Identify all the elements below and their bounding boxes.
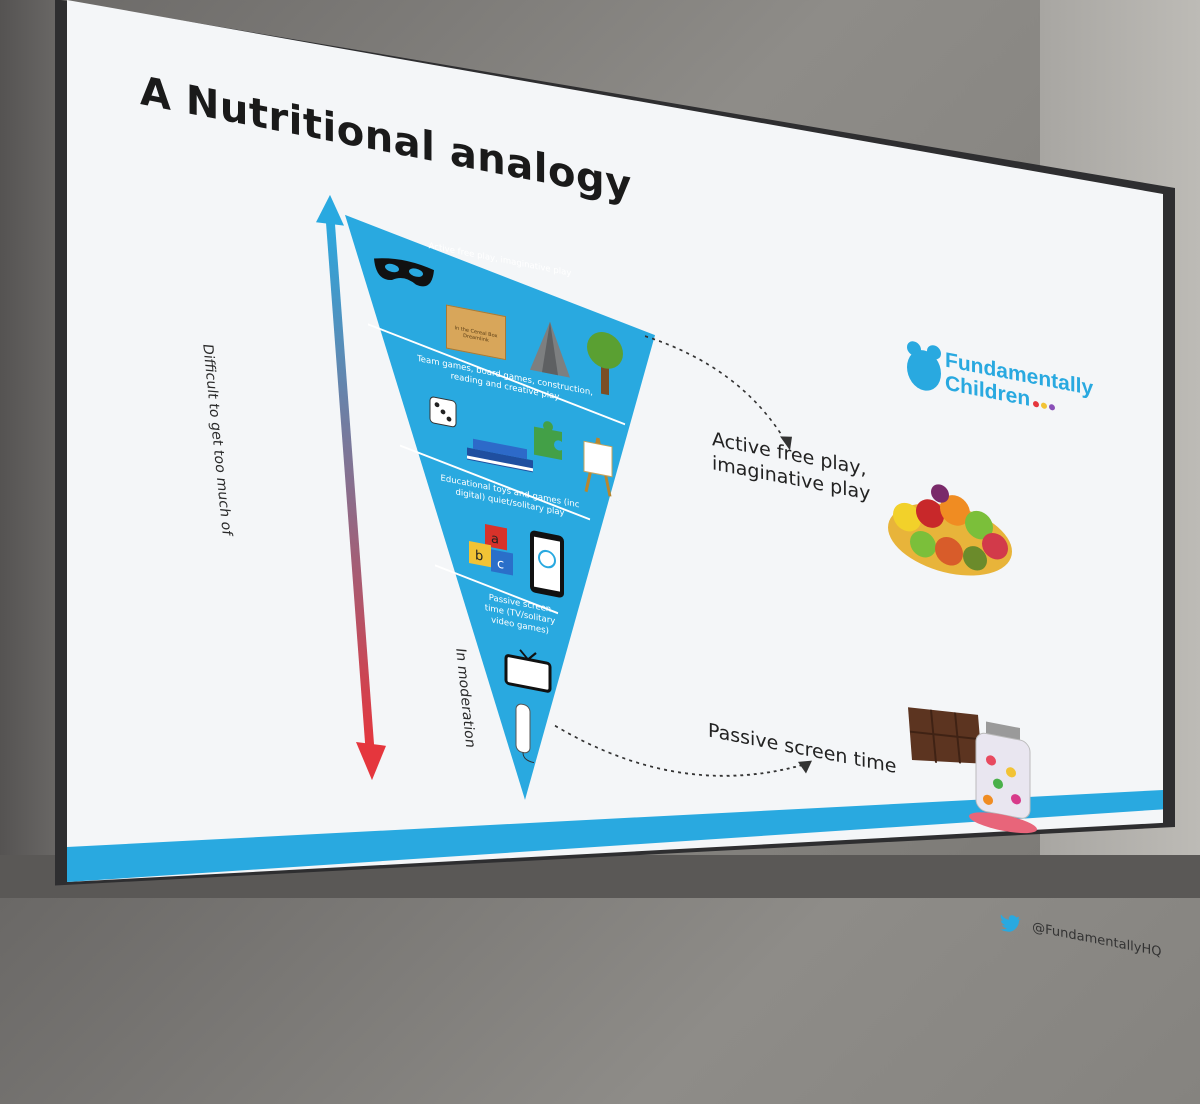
tablet-icon <box>530 530 564 598</box>
fruit-icon <box>888 484 1012 576</box>
slide-title: A Nutritional analogy <box>140 68 632 210</box>
block-b: b <box>475 548 483 564</box>
tent-icon <box>530 321 570 378</box>
bear-icon <box>907 341 941 391</box>
easel-icon <box>583 437 613 497</box>
books-icon <box>467 438 533 473</box>
mask-icon <box>374 258 434 287</box>
dice-icon <box>429 396 457 428</box>
play-pyramid <box>345 214 655 800</box>
block-c: c <box>497 556 504 572</box>
logo-text: Fundamentally Children <box>945 348 1093 423</box>
block-a: a <box>491 531 499 547</box>
tree-icon <box>587 332 623 396</box>
tv-icon <box>504 649 552 693</box>
axis-top-label: Difficult to get too much of <box>199 343 235 537</box>
gradient-arrow <box>316 194 386 781</box>
dotted-arrow-bottom <box>554 724 812 777</box>
logo-dots <box>1033 400 1056 411</box>
twitter-handle: @FundamentallyHQ <box>1032 919 1162 961</box>
twitter-icon <box>1000 914 1021 932</box>
chocolate-icon <box>908 707 982 764</box>
twitter-handle-row: @FundamentallyHQ <box>1000 912 1162 961</box>
box-label: In the Cereal Box Dreamlink <box>454 325 498 344</box>
puzzle-icon <box>534 421 562 461</box>
fundamentally-children-logo: Fundamentally Children <box>905 339 1095 466</box>
remote-icon <box>515 703 535 764</box>
blocks-icon: a b c <box>469 524 513 576</box>
sweets-jar-icon <box>969 721 1037 834</box>
dotted-arrow-top <box>644 335 792 451</box>
